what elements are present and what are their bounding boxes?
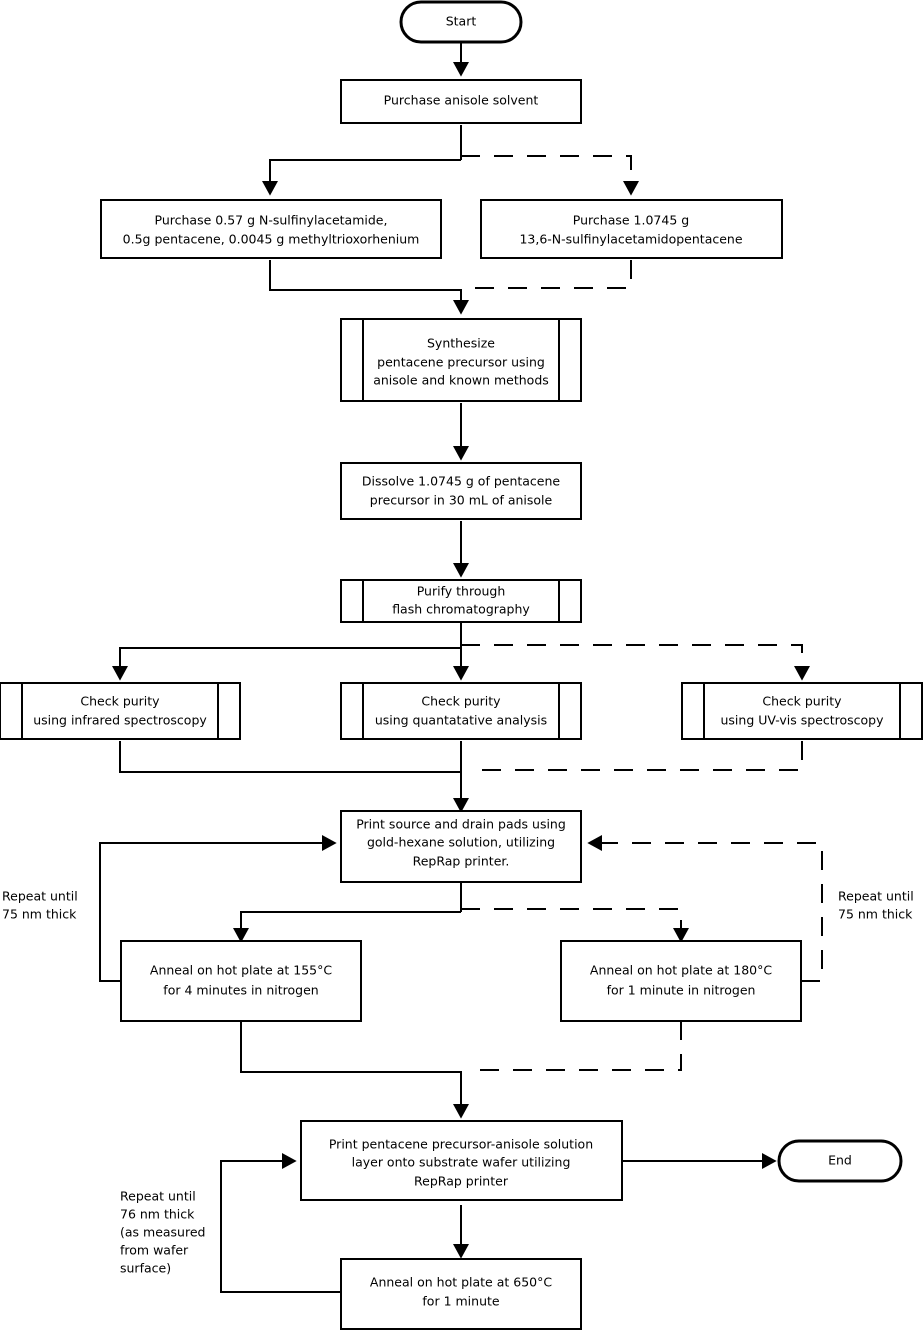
node-check-quant-line2: using quantatative analysis — [375, 713, 547, 728]
node-start[interactable]: Start — [399, 0, 523, 44]
node-check-uvvis-line1: Check purity — [762, 694, 842, 709]
node-print-pads-line3: RepRap printer. — [413, 854, 510, 869]
node-anneal-650-line2: for 1 minute — [422, 1294, 499, 1309]
node-synthesize-line1: Synthesize — [427, 336, 495, 351]
repeat-bottom-line4: from wafer — [120, 1243, 189, 1258]
node-end-label: End — [828, 1153, 852, 1168]
node-synthesize[interactable]: Synthesize pentacene precursor using ani… — [340, 318, 582, 402]
edge-check-uvvis-to-print-pads-dashed — [470, 741, 803, 771]
node-check-quant[interactable]: Check purity using quantatative analysis — [340, 682, 582, 740]
node-print-pads-line2: gold-hexane solution, utilizing — [367, 835, 555, 850]
node-check-ir-line2: using infrared spectroscopy — [33, 713, 207, 728]
node-print-pads[interactable]: Print source and drain pads using gold-h… — [340, 810, 582, 883]
node-start-label: Start — [446, 14, 477, 29]
edge-bus-to-anneal-180-dashed — [461, 908, 689, 943]
repeat-right-line2: 75 nm thick — [838, 907, 913, 922]
node-purchase-precursor-line1: Purchase 1.0745 g — [573, 213, 689, 228]
node-purify-line2: flash chromatography — [392, 602, 530, 617]
node-anneal-155[interactable]: Anneal on hot plate at 155°C for 4 minut… — [120, 940, 362, 1022]
node-anneal-155-line1: Anneal on hot plate at 155°C — [150, 963, 332, 978]
edge-bus-to-check-uvvis-dashed — [461, 644, 810, 681]
edge-anneal-155-loopback — [99, 835, 337, 982]
connectors — [99, 42, 823, 1293]
edge-reagents-to-merge — [269, 260, 469, 315]
edge-bus-to-check-ir — [112, 647, 461, 681]
repeat-bottom-line1: Repeat until — [120, 1189, 196, 1204]
node-purchase-anisole[interactable]: Purchase anisole solvent — [340, 79, 582, 124]
node-purchase-reagents-line2: 0.5g pentacene, 0.0045 g methyltrioxorhe… — [123, 232, 420, 247]
edge-anneal-180-to-print-layer-dashed — [470, 1021, 682, 1071]
node-synthesize-line2: pentacene precursor using — [377, 355, 545, 370]
node-check-quant-line1: Check purity — [421, 694, 501, 709]
node-purchase-anisole-label: Purchase anisole solvent — [384, 93, 539, 108]
node-anneal-180-line1: Anneal on hot plate at 180°C — [590, 963, 772, 978]
node-purchase-precursor-line2: 13,6-N-sulfinylacetamidopentacene — [519, 232, 742, 247]
node-check-ir-line1: Check purity — [80, 694, 160, 709]
repeat-left-line1: Repeat until — [2, 889, 78, 904]
node-anneal-650-line1: Anneal on hot plate at 650°C — [370, 1275, 552, 1290]
node-anneal-155-line2: for 4 minutes in nitrogen — [163, 983, 318, 998]
node-print-layer-line1: Print pentacene precursor-anisole soluti… — [329, 1137, 593, 1152]
repeat-bottom-line2: 76 nm thick — [120, 1207, 195, 1222]
node-synthesize-line3: anisole and known methods — [373, 373, 549, 388]
node-dissolve-line2: precursor in 30 mL of anisole — [370, 493, 553, 508]
node-dissolve[interactable]: Dissolve 1.0745 g of pentacene precursor… — [340, 462, 582, 520]
node-print-layer[interactable]: Print pentacene precursor-anisole soluti… — [300, 1120, 623, 1201]
repeat-bottom-line5: surface) — [120, 1261, 171, 1276]
node-anneal-180-line2: for 1 minute in nitrogen — [607, 983, 756, 998]
node-end[interactable]: End — [777, 1139, 903, 1183]
edge-bus-to-precursor-dashed — [461, 155, 639, 196]
edge-label-repeat-left: Repeat until 75 nm thick — [2, 889, 78, 922]
edge-check-ir-to-print-pads — [119, 741, 469, 813]
node-print-layer-line2: layer onto substrate wafer utilizing — [352, 1155, 571, 1170]
edge-anneal-180-loopback-dashed — [587, 835, 823, 982]
node-anneal-650[interactable]: Anneal on hot plate at 650°C for 1 minut… — [340, 1258, 582, 1330]
edge-label-repeat-right: Repeat until 75 nm thick — [838, 889, 914, 922]
edge-label-repeat-bottom: Repeat until 76 nm thick (as measured fr… — [120, 1189, 205, 1276]
node-purify[interactable]: Purify through flash chromatography — [340, 579, 582, 623]
repeat-left-line2: 75 nm thick — [2, 907, 77, 922]
node-check-uvvis[interactable]: Check purity using UV-vis spectroscopy — [681, 682, 923, 740]
node-purchase-reagents-line1: Purchase 0.57 g N-sulfinylacetamide, — [155, 213, 388, 228]
node-purchase-precursor[interactable]: Purchase 1.0745 g 13,6-N-sulfinylacetami… — [480, 199, 783, 259]
node-purify-line1: Purify through — [417, 584, 506, 599]
repeat-bottom-line3: (as measured — [120, 1225, 205, 1240]
repeat-right-line1: Repeat until — [838, 889, 914, 904]
node-print-layer-line3: RepRap printer — [414, 1174, 509, 1189]
node-dissolve-line1: Dissolve 1.0745 g of pentacene — [362, 474, 561, 489]
edge-bus-to-reagents — [262, 159, 461, 196]
node-check-uvvis-line2: using UV-vis spectroscopy — [720, 713, 884, 728]
edge-precursor-to-merge-dashed — [470, 260, 632, 289]
node-check-ir[interactable]: Check purity using infrared spectroscopy — [0, 682, 241, 740]
edge-anneal-155-to-print-layer — [240, 1021, 469, 1119]
node-anneal-180[interactable]: Anneal on hot plate at 180°C for 1 minut… — [560, 940, 802, 1022]
node-print-pads-line1: Print source and drain pads using — [356, 817, 566, 832]
node-purchase-reagents[interactable]: Purchase 0.57 g N-sulfinylacetamide, 0.5… — [100, 199, 442, 259]
edge-anneal-650-loopback — [220, 1153, 340, 1293]
edge-bus-to-anneal-155 — [233, 911, 461, 943]
